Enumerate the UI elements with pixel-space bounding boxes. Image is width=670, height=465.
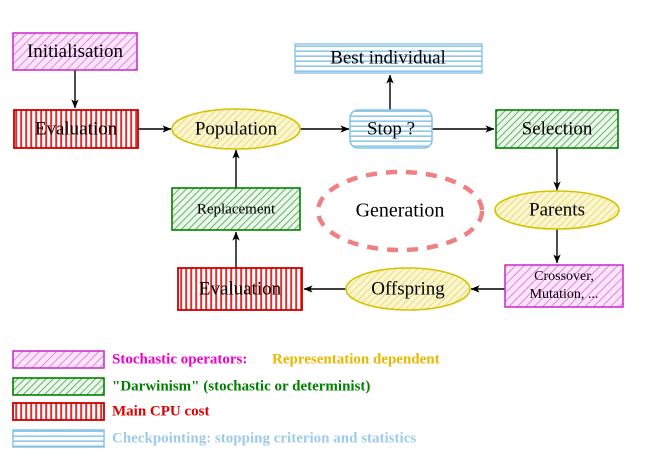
- legend-swatch-stochastic-operators: [12, 350, 105, 369]
- legend-sublabel-representation-dependent: Representation dependent: [272, 351, 440, 367]
- legend-swatch-main-cpu-cost: [12, 402, 105, 421]
- node-best-individual[interactable]: Best individual: [294, 43, 483, 74]
- node-evaluation-top[interactable]: Evaluation: [13, 109, 139, 149]
- node-population-label: Population: [195, 118, 278, 139]
- node-stop[interactable]: Stop ?: [349, 109, 433, 149]
- node-variation[interactable]: Crossover, Mutation, ...: [504, 264, 624, 308]
- legend-label-main-cpu-cost: Main CPU cost: [112, 403, 210, 419]
- node-population[interactable]: Population: [171, 108, 301, 150]
- node-parents-label: Parents: [529, 199, 585, 220]
- node-evaluation-top-label: Evaluation: [35, 118, 118, 139]
- legend-item-2: Main CPU cost: [12, 402, 210, 421]
- node-generation: Generation: [315, 169, 485, 253]
- node-evaluation-bottom[interactable]: Evaluation: [177, 267, 303, 311]
- node-selection-label: Selection: [522, 118, 593, 139]
- legend: Stochastic operators: Representation dep…: [12, 350, 440, 448]
- legend-label-checkpointing: Checkpointing: stopping criterion and st…: [112, 430, 416, 446]
- legend-swatch-darwinism: [12, 377, 105, 396]
- legend-item-3: Checkpointing: stopping criterion and st…: [12, 429, 416, 448]
- node-offspring[interactable]: Offspring: [345, 267, 471, 311]
- node-offspring-label: Offspring: [371, 278, 445, 299]
- node-initialisation[interactable]: Initialisation: [12, 32, 138, 71]
- legend-label-darwinism: "Darwinism" (stochastic or determinist): [112, 378, 370, 394]
- legend-item-0: Stochastic operators: Representation dep…: [12, 350, 440, 369]
- node-replacement[interactable]: Replacement: [171, 187, 301, 231]
- node-evaluation-bottom-label: Evaluation: [199, 278, 282, 299]
- node-parents[interactable]: Parents: [494, 190, 620, 230]
- legend-label-stochastic-operators: Stochastic operators:: [112, 351, 247, 367]
- legend-item-1: "Darwinism" (stochastic or determinist): [12, 377, 370, 396]
- node-generation-label: Generation: [356, 200, 445, 222]
- node-variation-label-line2: Mutation, ...: [530, 287, 599, 302]
- node-initialisation-label: Initialisation: [27, 41, 124, 62]
- node-variation-label-line1: Crossover,: [534, 269, 594, 284]
- node-replacement-label: Replacement: [197, 201, 276, 217]
- node-stop-label: Stop ?: [367, 118, 415, 139]
- legend-swatch-checkpointing: [12, 429, 105, 448]
- node-selection[interactable]: Selection: [495, 109, 619, 149]
- node-best-individual-label: Best individual: [330, 47, 446, 68]
